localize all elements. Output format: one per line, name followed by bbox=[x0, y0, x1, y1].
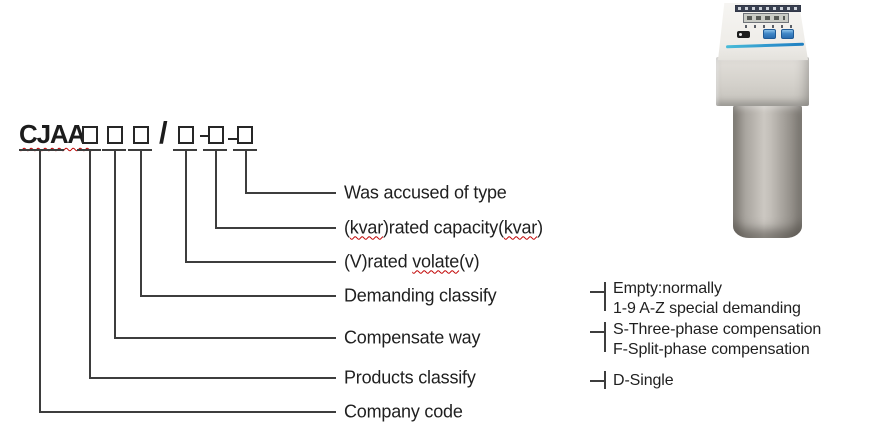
bracket-products-h bbox=[590, 380, 605, 382]
device-power-switch bbox=[737, 31, 750, 38]
note-line: D-Single bbox=[613, 372, 674, 389]
code-dash-2 bbox=[228, 138, 237, 140]
note-line: F-Split-phase compensation bbox=[613, 341, 810, 358]
tick-company bbox=[19, 149, 64, 151]
connector-company bbox=[39, 150, 336, 413]
note-compensate: S-Three-phase compensation F-Split-phase… bbox=[613, 320, 821, 360]
connector-compensate bbox=[114, 150, 336, 339]
connector-capacity bbox=[215, 150, 336, 229]
device-title-glyphs bbox=[738, 7, 798, 10]
device-lcd-digits bbox=[747, 16, 785, 20]
label-compensate-way: Compensate way bbox=[344, 327, 481, 348]
connector-demanding bbox=[140, 150, 336, 297]
connector-voltage bbox=[185, 150, 336, 263]
bracket-compensate-v bbox=[604, 322, 606, 352]
label-demanding-classify: Demanding classify bbox=[344, 285, 497, 306]
label-company-code: Company code bbox=[344, 401, 463, 422]
code-box-2 bbox=[107, 126, 123, 144]
capacity-part-misspelled: kvar bbox=[349, 217, 384, 238]
device-collar bbox=[716, 57, 809, 106]
label-rated-voltage: (V)rated volate(v) bbox=[344, 251, 480, 273]
bracket-demanding-v bbox=[604, 282, 606, 311]
code-box-3 bbox=[133, 126, 149, 144]
voltage-part-misspelled: volate bbox=[412, 251, 460, 272]
device-cylinder bbox=[733, 104, 802, 238]
code-dash-1 bbox=[200, 135, 208, 137]
code-box-4 bbox=[178, 126, 194, 144]
bracket-demanding-h bbox=[590, 291, 605, 293]
device-photo bbox=[703, 2, 863, 242]
model-code-prefix: CJAA- bbox=[19, 119, 94, 149]
bracket-products-v bbox=[604, 371, 606, 389]
code-box-1 bbox=[82, 126, 98, 144]
device-title-strip bbox=[735, 5, 801, 12]
label-products-classify: Products classify bbox=[344, 367, 476, 388]
label-rated-capacity: (kvar)rated capacity(kvar) bbox=[344, 218, 543, 239]
note-demanding: Empty:normally 1-9 A-Z special demanding bbox=[613, 279, 801, 319]
connector-type bbox=[245, 150, 336, 194]
code-slash: / bbox=[159, 115, 168, 150]
label-was-accused-of-type: Was accused of type bbox=[344, 182, 507, 203]
code-box-5 bbox=[208, 126, 224, 144]
note-products: D-Single bbox=[613, 371, 674, 391]
note-line: 1-9 A-Z special demanding bbox=[613, 300, 801, 317]
note-line: Empty:normally bbox=[613, 280, 722, 297]
connector-products bbox=[89, 150, 336, 379]
device-lcd-display bbox=[743, 13, 789, 23]
voltage-part: (V)rated bbox=[344, 251, 413, 272]
device-button-2 bbox=[781, 29, 794, 39]
device-label-row bbox=[745, 25, 797, 28]
code-box-6 bbox=[237, 126, 253, 144]
device-button-1 bbox=[763, 29, 776, 39]
voltage-part: (v) bbox=[459, 251, 480, 272]
bracket-compensate-h bbox=[590, 331, 605, 333]
capacity-part: ( bbox=[344, 217, 350, 238]
note-line: S-Three-phase compensation bbox=[613, 321, 822, 338]
capacity-part-misspelled: kvar bbox=[503, 217, 538, 238]
capacity-part: ) bbox=[537, 217, 543, 238]
capacity-part: )rated capacity( bbox=[383, 217, 504, 238]
